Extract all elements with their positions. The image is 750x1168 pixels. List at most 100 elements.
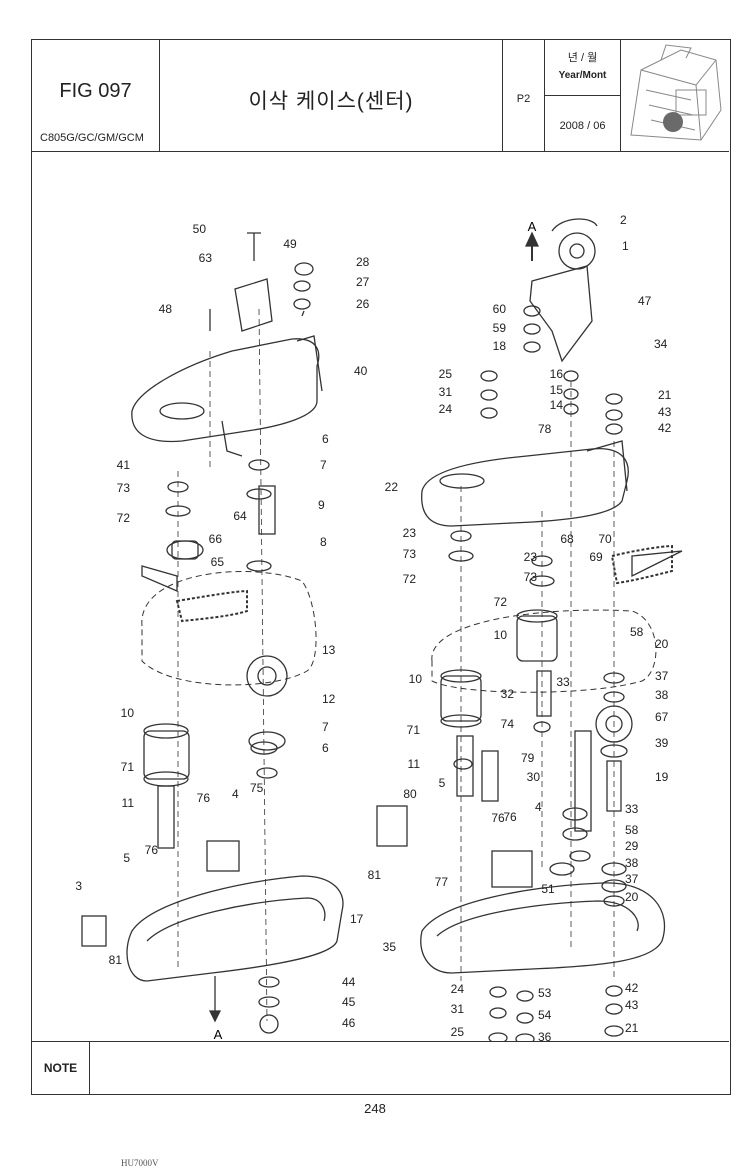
callout-right-20: 20	[625, 890, 639, 904]
callout-right-21: 21	[658, 388, 672, 402]
callout-left-72: 72	[117, 511, 131, 525]
callout-right-35: 35	[383, 940, 397, 954]
header: FIG 097 C805G/GC/GM/GCM 이삭 케이스(센터) P2 년 …	[32, 40, 729, 152]
callout-left-50: 50	[193, 222, 207, 236]
callout-right-72: 72	[403, 572, 417, 586]
callout-right-37: 37	[655, 669, 669, 683]
model-list: C805G/GC/GM/GCM	[40, 132, 144, 144]
callout-left-28: 28	[356, 255, 370, 269]
title-cell: 이삭 케이스(센터)	[160, 40, 503, 151]
callout-right-19: 19	[655, 770, 669, 784]
callout-left-6: 6	[322, 432, 329, 446]
callout-left-64: 64	[233, 509, 247, 523]
callout-right-38: 38	[625, 856, 639, 870]
parts-drawing: A A 506349282726484064177397264668651310…	[75, 213, 683, 1045]
callout-right-71: 71	[407, 723, 421, 737]
callout-left-49: 49	[283, 237, 297, 251]
callout-left-10: 10	[121, 706, 135, 720]
callout-right-67: 67	[655, 710, 669, 724]
arrow-label-bottom: A	[214, 1027, 223, 1041]
callout-right-16: 16	[550, 367, 564, 381]
callout-left-75: 75	[250, 781, 264, 795]
callout-right-38: 38	[655, 688, 669, 702]
callout-left-76: 76	[197, 791, 211, 805]
arrow-label-top: A	[528, 219, 537, 234]
fig-number: FIG 097	[59, 80, 132, 102]
page-title: 이삭 케이스(센터)	[248, 90, 414, 113]
date-value: 2008 / 06	[559, 120, 606, 132]
callout-left-65: 65	[211, 555, 225, 569]
callout-right-79: 79	[521, 751, 535, 765]
page-cell: P2	[503, 40, 545, 151]
callout-left-63: 63	[199, 251, 213, 265]
combine-harvester-icon	[630, 44, 722, 141]
callout-right-32: 32	[501, 687, 515, 701]
callout-right-25: 25	[439, 367, 453, 381]
callout-right-42: 42	[625, 981, 639, 995]
callout-right-11: 11	[408, 757, 421, 771]
callout-right-72: 72	[494, 595, 508, 609]
callout-right-20: 20	[655, 637, 669, 651]
note-label: NOTE	[32, 1042, 90, 1094]
callout-left-12: 12	[322, 692, 336, 706]
callout-right-59: 59	[493, 321, 507, 335]
callout-right-30: 30	[527, 770, 541, 784]
callout-right-73: 73	[403, 547, 417, 561]
callout-left-8: 8	[320, 535, 327, 549]
callout-right-74: 74	[501, 717, 515, 731]
machine-thumbnail	[621, 40, 729, 151]
callout-right-69: 69	[589, 550, 603, 564]
page-number: 248	[364, 1101, 386, 1116]
callout-left-9: 9	[318, 498, 325, 512]
callout-right-22: 22	[385, 480, 399, 494]
callout-right-25: 25	[451, 1025, 465, 1039]
fig-cell: FIG 097 C805G/GC/GM/GCM	[32, 40, 160, 151]
callout-right-29: 29	[625, 839, 639, 853]
callout-left-71: 71	[121, 760, 135, 774]
callout-right-18: 18	[493, 339, 507, 353]
callout-right-21: 21	[625, 1021, 639, 1035]
catalog-frame: FIG 097 C805G/GC/GM/GCM 이삭 케이스(센터) P2 년 …	[31, 39, 731, 1168]
callout-left-13: 13	[322, 643, 336, 657]
callout-right-23: 23	[403, 526, 417, 540]
callout-left-3: 3	[75, 879, 82, 893]
callout-right-51: 51	[541, 882, 555, 896]
callout-left-81: 81	[109, 953, 123, 967]
callout-left-76: 76	[145, 843, 159, 857]
callout-right-58: 58	[630, 625, 644, 639]
callout-right-10: 10	[409, 672, 423, 686]
left-upper-cover-40	[131, 338, 320, 443]
callout-right-70: 70	[598, 532, 612, 546]
callout-left-48: 48	[159, 302, 173, 316]
callout-left-66: 66	[209, 532, 223, 546]
callout-right-24: 24	[439, 402, 453, 416]
callout-left-4: 4	[232, 787, 239, 801]
callout-right-47: 47	[638, 294, 652, 308]
callout-right-33: 33	[556, 675, 570, 689]
callout-left-45: 45	[342, 995, 356, 1009]
date-label-ko: 년 / 월	[567, 52, 598, 64]
callout-right-1: 1	[622, 239, 629, 253]
callout-right-68: 68	[560, 532, 574, 546]
left-lower-case-17	[126, 875, 344, 982]
callout-right-60: 60	[493, 302, 507, 316]
callout-right-73: 73	[524, 570, 538, 584]
callout-right-23: 23	[524, 550, 538, 564]
date-cell: 년 / 월 Year/Mont 2008 / 06	[545, 40, 621, 151]
callout-left-46: 46	[342, 1016, 356, 1030]
callout-right-78: 78	[538, 422, 552, 436]
callout-right-43: 43	[658, 405, 672, 419]
callout-right-36: 36	[538, 1030, 552, 1041]
callout-right-33: 33	[625, 802, 639, 816]
callout-right-80: 80	[403, 787, 417, 801]
callout-left-17: 17	[350, 912, 364, 926]
drawing-code: HU7000V	[121, 1158, 159, 1168]
callout-right-58: 58	[625, 823, 639, 837]
callout-right-2: 2	[620, 213, 627, 227]
callout-right-24: 24	[451, 982, 465, 996]
callout-right-81: 81	[368, 868, 382, 882]
page-code: P2	[516, 93, 531, 105]
callout-right-37: 37	[625, 872, 639, 886]
callout-right-15: 15	[550, 383, 564, 397]
